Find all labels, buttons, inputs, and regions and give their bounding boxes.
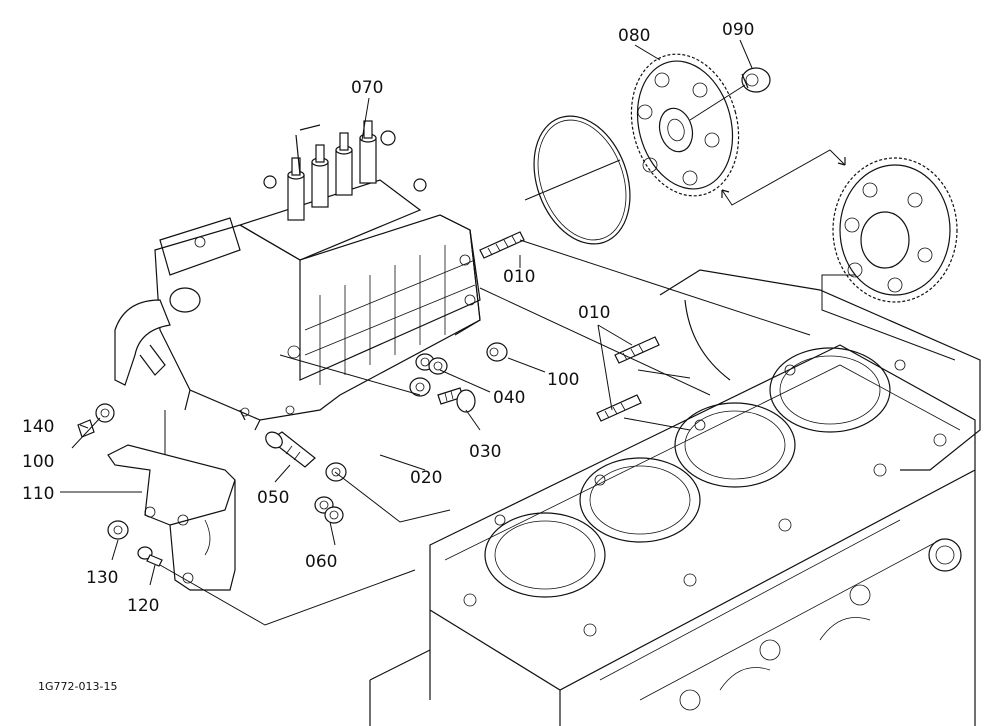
bolt-050 xyxy=(265,431,316,468)
engine-block-drawing xyxy=(369,269,981,726)
delivery-valves xyxy=(263,120,427,221)
figure-reference-code: 1G772-013-15 xyxy=(38,680,117,693)
callout-100-right: 100 xyxy=(547,370,579,390)
washers-040 xyxy=(415,353,448,375)
callout-070: 070 xyxy=(351,78,383,98)
callout-leaders xyxy=(60,39,753,586)
nut-100-left xyxy=(95,403,115,423)
callout-100-left: 100 xyxy=(22,452,54,472)
stud-010-upper xyxy=(479,231,525,259)
bolt-120 xyxy=(137,546,163,567)
nut-100-right xyxy=(486,342,508,362)
nut-130 xyxy=(107,520,129,540)
assembly-guide-lines xyxy=(159,84,956,626)
callout-120: 120 xyxy=(127,596,159,616)
callout-140: 140 xyxy=(22,417,54,437)
fuel-pipe-020 xyxy=(325,377,431,482)
callout-080: 080 xyxy=(618,26,650,46)
callout-020: 020 xyxy=(410,468,442,488)
bracket-110 xyxy=(107,444,236,591)
callout-060: 060 xyxy=(305,552,337,572)
callout-050: 050 xyxy=(257,488,289,508)
gear-mesh-arrow xyxy=(721,149,846,206)
injection-pump-drawing xyxy=(114,120,481,431)
callout-010-lower: 010 xyxy=(578,303,610,323)
washers-060 xyxy=(314,496,344,524)
callout-110: 110 xyxy=(22,484,54,504)
nut-090 xyxy=(741,67,771,93)
stud-010-lower-b xyxy=(596,394,642,422)
bolt-030 xyxy=(437,387,476,413)
injection-pump-gear-080 xyxy=(630,53,740,197)
callout-030: 030 xyxy=(469,442,501,462)
idle-gear xyxy=(832,157,958,303)
o-ring-drawing xyxy=(533,115,631,245)
cap-140 xyxy=(77,419,95,438)
callout-130: 130 xyxy=(86,568,118,588)
callout-090: 090 xyxy=(722,20,754,40)
callout-010-upper: 010 xyxy=(503,267,535,287)
callout-040: 040 xyxy=(493,388,525,408)
callout-labels: 070 080 090 010 010 100 040 030 020 050 … xyxy=(22,20,754,616)
stud-010-lower-a xyxy=(614,336,660,364)
